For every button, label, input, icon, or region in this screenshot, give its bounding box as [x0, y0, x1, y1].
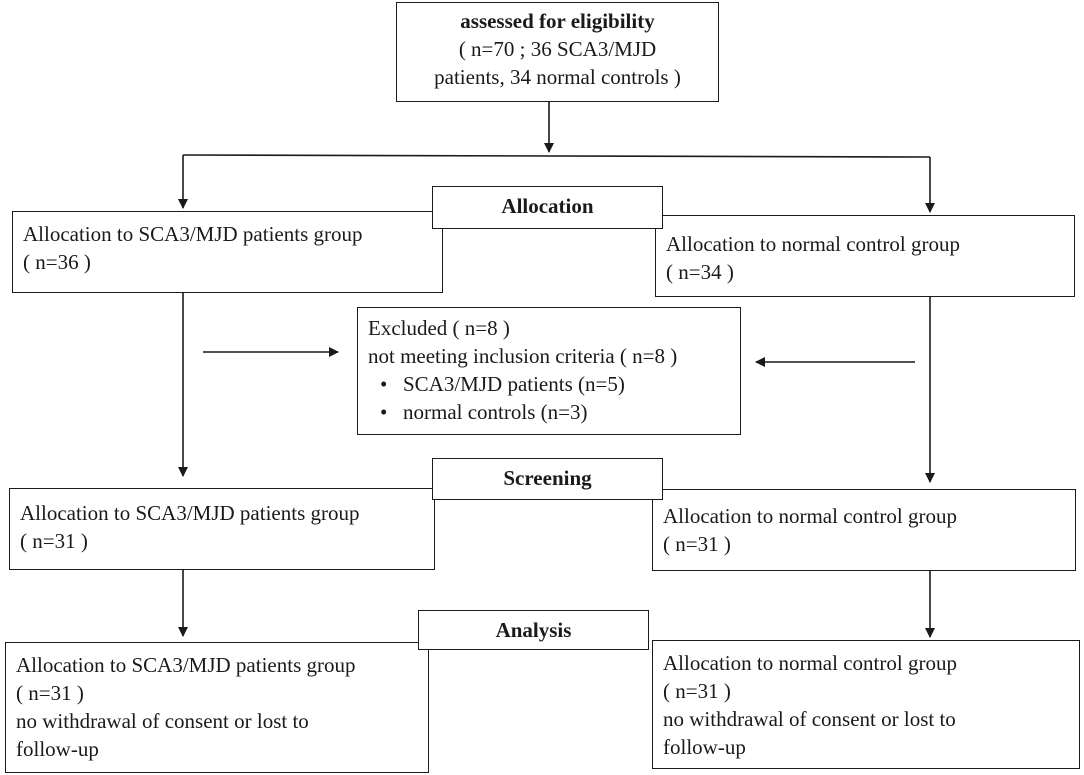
allocation-patients-box: Allocation to SCA3/MJD patients group ( … [12, 211, 443, 293]
analysis-patients-title: Allocation to SCA3/MJD patients group [16, 653, 356, 677]
excluded-item-patients: • SCA3/MJD patients (n=5) [368, 370, 740, 398]
analysis-controls-note-1: no withdrawal of consent or lost to [663, 707, 956, 731]
excluded-box: Excluded ( n=8 ) not meeting inclusion c… [357, 307, 741, 435]
allocation-controls-count: ( n=34 ) [666, 260, 734, 284]
analysis-patients-note-2: follow-up [16, 737, 99, 761]
allocation-patients-title: Allocation to SCA3/MJD patients group [23, 222, 363, 246]
analysis-controls-box: Allocation to normal control group ( n=3… [652, 640, 1080, 769]
allocation-patients-count: ( n=36 ) [23, 250, 91, 274]
screening-controls-box: Allocation to normal control group ( n=3… [652, 489, 1076, 571]
bullet-marker: • [380, 400, 388, 424]
excluded-item-label: SCA3/MJD patients (n=5) [403, 372, 625, 396]
allocation-controls-box: Allocation to normal control group ( n=3… [655, 215, 1075, 297]
screening-controls-title: Allocation to normal control group [663, 504, 957, 528]
excluded-title: Excluded ( n=8 ) [368, 316, 510, 340]
allocation-controls-title: Allocation to normal control group [666, 232, 960, 256]
analysis-label: Analysis [418, 610, 649, 650]
excluded-item-label: normal controls (n=3) [403, 400, 588, 424]
screening-patients-title: Allocation to SCA3/MJD patients group [20, 501, 360, 525]
screening-label: Screening [432, 458, 663, 500]
analysis-controls-count: ( n=31 ) [663, 679, 731, 703]
analysis-patients-count: ( n=31 ) [16, 681, 84, 705]
eligibility-breakdown: patients, 34 normal controls ) [434, 65, 681, 89]
allocation-label: Allocation [432, 186, 663, 229]
screening-controls-count: ( n=31 ) [663, 532, 731, 556]
analysis-patients-note-1: no withdrawal of consent or lost to [16, 709, 309, 733]
eligibility-count: ( n=70 ; 36 SCA3/MJD [458, 37, 657, 61]
bullet-marker: • [380, 372, 388, 396]
analysis-controls-note-2: follow-up [663, 735, 746, 759]
split-line [182, 154, 931, 158]
eligibility-title: assessed for eligibility [460, 9, 655, 33]
screening-patients-box: Allocation to SCA3/MJD patients group ( … [9, 488, 435, 570]
analysis-controls-title: Allocation to normal control group [663, 651, 957, 675]
screening-patients-count: ( n=31 ) [20, 529, 88, 553]
analysis-patients-box: Allocation to SCA3/MJD patients group ( … [5, 642, 429, 773]
eligibility-box: assessed for eligibility ( n=70 ; 36 SCA… [396, 2, 719, 102]
excluded-reason: not meeting inclusion criteria ( n=8 ) [368, 344, 678, 368]
excluded-item-controls: • normal controls (n=3) [368, 398, 740, 426]
